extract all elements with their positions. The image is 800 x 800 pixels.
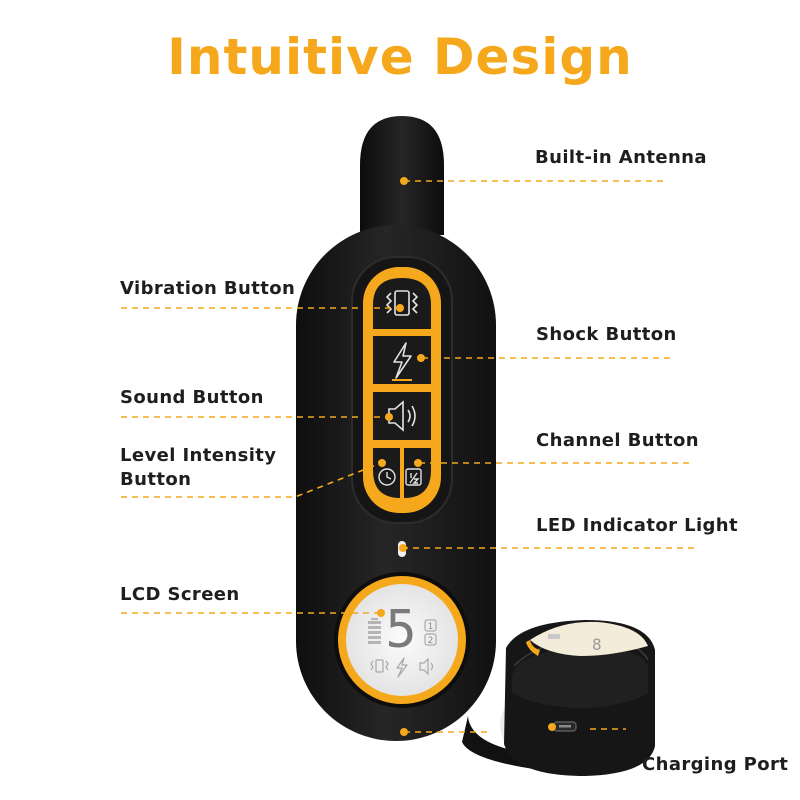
callout-level-intensity: Level Intensity Button (120, 444, 320, 492)
svg-text:8: 8 (592, 635, 602, 654)
speaker-icon (388, 400, 416, 432)
battery-icon (368, 618, 381, 644)
callout-charging-port: Charging Port (642, 754, 789, 775)
timer-icon (378, 468, 396, 486)
vibration-button (373, 278, 431, 329)
lcd-level-digit: 5 (385, 600, 416, 660)
callout-lines (121, 180, 697, 733)
lcd-screen (346, 584, 458, 696)
page-title: Intuitive Design (167, 28, 633, 86)
antenna (360, 116, 444, 235)
callout-led-indicator: LED Indicator Light (536, 515, 739, 536)
lcd-vibration-icon (370, 659, 389, 673)
sound-button (373, 392, 431, 440)
callout-vibration-button: Vibration Button (120, 278, 296, 299)
callout-antenna: Built-in Antenna (535, 147, 707, 168)
callout-level-line2: Button (120, 469, 192, 490)
lcd-speaker-icon (419, 657, 434, 676)
callout-shock-button: Shock Button (536, 324, 677, 345)
charging-port-zoom: 8 (462, 620, 655, 776)
vibration-icon (385, 290, 419, 316)
half-fraction-icon (405, 468, 422, 486)
callout-level-line1: Level Intensity (120, 445, 277, 466)
callout-channel-button: Channel Button (536, 430, 699, 451)
lcd-channel-2: 2 (428, 636, 434, 646)
callout-dots (377, 177, 556, 736)
callout-sound-button: Sound Button (120, 387, 264, 408)
callout-lcd-screen: LCD Screen (120, 584, 240, 605)
lightning-icon (393, 342, 412, 379)
lcd-lightning-icon (396, 657, 408, 678)
lcd-channel-1: 1 (428, 622, 434, 632)
